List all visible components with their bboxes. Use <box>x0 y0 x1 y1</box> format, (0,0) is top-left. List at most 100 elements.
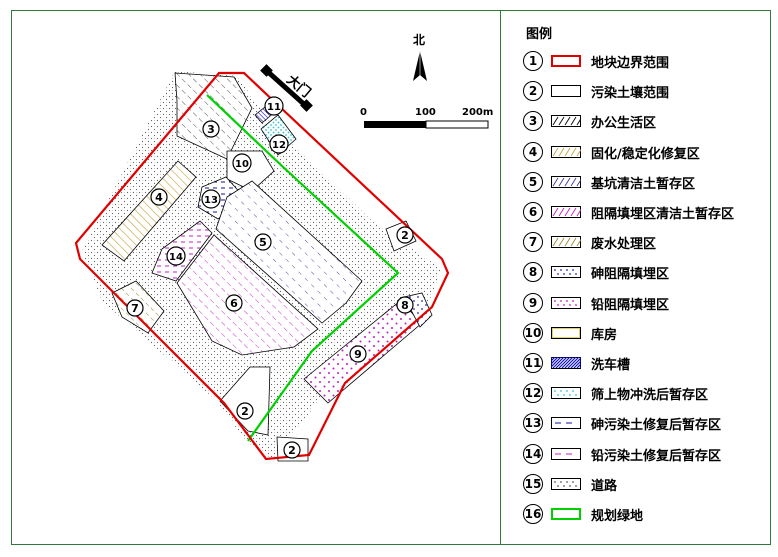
svg-text:6: 6 <box>230 297 238 310</box>
legend-swatch <box>551 387 581 400</box>
zone-labels: 2 2 2 3 4 5 6 7 8 9 10 11 12 13 14 <box>126 96 414 459</box>
legend-label: 道路 <box>591 478 618 494</box>
legend-swatch <box>551 55 581 67</box>
legend-item-16: 16 规划绿地 <box>523 504 763 526</box>
svg-text:10: 10 <box>235 159 249 170</box>
legend-label: 规划绿地 <box>591 509 644 524</box>
zone-5-pit-clean-soil <box>215 180 363 324</box>
legend-swatch <box>551 85 581 98</box>
legend-number: 9 <box>523 292 543 313</box>
svg-text:3: 3 <box>207 123 215 136</box>
legend-swatch <box>551 326 581 339</box>
planned-green-boundary <box>206 94 400 442</box>
legend-number: 2 <box>523 81 543 102</box>
legend-item-5: 5 基坑清洁土暂存区 <box>523 171 763 194</box>
north-label: 北 <box>413 32 425 47</box>
zone-label-13: 13 <box>201 189 221 209</box>
north-arrow: 北 <box>413 32 427 81</box>
zone-6-barrier-clean-soil <box>176 234 319 356</box>
legend-number: 6 <box>523 202 543 222</box>
legend-label: 铅污染土修复后暂存区 <box>591 448 722 464</box>
legend-number: 16 <box>523 504 543 524</box>
legend-label: 基坑清洁土暂存区 <box>591 176 696 192</box>
legend-item-8: 8 砷阻隔填埋区 <box>523 262 763 284</box>
legend-swatch <box>551 236 581 249</box>
legend-label: 砷阻隔填埋区 <box>591 267 670 283</box>
legend-swatch <box>551 145 581 158</box>
legend-swatch <box>551 115 581 128</box>
zone-2-soil-b <box>219 366 271 436</box>
scale-tick-100: 100 <box>415 107 436 118</box>
legend-number: 10 <box>523 322 543 343</box>
legend-item-14: 14 铅污染土修复后暂存区 <box>523 443 763 466</box>
zone-label-2b: 2 <box>236 402 254 420</box>
legend-item-13: 13 砷污染土修复后暂存区 <box>523 413 763 435</box>
site-map: 大门 北 0 100 200m 2 2 2 3 4 5 6 7 8 9 10 11 12 13 14 <box>74 32 493 462</box>
legend-label: 办公生活区 <box>591 116 657 132</box>
legend-item-4: 4 固化/稳定化修复区 <box>523 141 763 164</box>
zone-label-14: 14 <box>166 246 186 266</box>
svg-text:4: 4 <box>155 191 163 204</box>
legend-number: 5 <box>523 171 543 192</box>
zone-4-solidification <box>101 160 197 262</box>
zone-label-12: 12 <box>269 134 289 154</box>
legend-number: 13 <box>523 413 543 434</box>
legend-label: 洗车槽 <box>591 358 631 373</box>
svg-text:11: 11 <box>267 102 281 113</box>
legend-swatch <box>551 175 581 188</box>
legend-label: 污染土壤范围 <box>591 86 670 102</box>
legend-label: 砷污染土修复后暂存区 <box>591 418 722 434</box>
legend-swatch <box>551 296 581 309</box>
legend-label: 废水处理区 <box>591 237 657 253</box>
legend-item-15: 15 道路 <box>523 473 763 496</box>
legend-number: 7 <box>523 232 543 253</box>
zone-label-4: 4 <box>150 188 168 206</box>
legend-divider <box>500 10 501 545</box>
zone-label-2c: 2 <box>283 441 301 459</box>
zone-label-8: 8 <box>396 296 414 314</box>
legend-title: 图例 <box>526 27 553 42</box>
legend-panel: 图例 1 地块边界范围 2 污染土壤范围 3 办公生活区 4 固化/稳定化修复区 5 基坑清洁土暂… <box>501 11 769 543</box>
legend-label: 筛上物冲洗后暂存区 <box>591 388 709 404</box>
legend-number: 12 <box>523 383 543 404</box>
legend-label: 铅阻隔填埋区 <box>591 297 670 313</box>
svg-text:7: 7 <box>131 302 139 315</box>
legend-label: 地块边界范围 <box>591 56 670 71</box>
svg-text:2: 2 <box>241 405 249 418</box>
scale-tick-200: 200m <box>462 107 493 118</box>
legend-swatch <box>551 266 581 279</box>
legend-number: 3 <box>523 111 543 132</box>
legend-label: 阻隔填埋区清洁土暂存区 <box>591 207 735 222</box>
svg-text:9: 9 <box>354 348 362 361</box>
scale-tick-0: 0 <box>360 107 367 118</box>
legend-item-2: 2 污染土壤范围 <box>523 81 763 103</box>
legend-swatch <box>551 447 581 460</box>
svg-text:12: 12 <box>272 140 286 151</box>
legend-swatch <box>551 508 581 520</box>
zone-label-11: 11 <box>264 96 284 116</box>
zone-label-9: 9 <box>349 345 367 363</box>
legend-swatch <box>551 206 581 218</box>
legend-item-3: 3 办公生活区 <box>523 111 763 133</box>
legend-label: 固化/稳定化修复区 <box>591 146 700 162</box>
legend-number: 4 <box>523 141 543 162</box>
svg-text:2: 2 <box>401 229 409 242</box>
zone-label-7: 7 <box>126 299 144 317</box>
svg-text:14: 14 <box>169 252 183 263</box>
map-frame <box>11 10 771 545</box>
legend-swatch <box>551 477 581 490</box>
legend-number: 14 <box>523 443 543 464</box>
legend-swatch <box>551 357 581 369</box>
zone-label-3: 3 <box>202 120 220 138</box>
svg-text:8: 8 <box>401 299 409 312</box>
svg-text:5: 5 <box>259 236 267 249</box>
legend-item-1: 1 地块边界范围 <box>523 51 763 73</box>
legend-number: 8 <box>523 262 543 283</box>
legend-number: 15 <box>523 473 543 494</box>
zone-label-6: 6 <box>225 294 243 312</box>
legend-number: 1 <box>523 51 543 71</box>
svg-text:2: 2 <box>288 444 296 457</box>
gate-label: 大门 <box>283 72 313 101</box>
